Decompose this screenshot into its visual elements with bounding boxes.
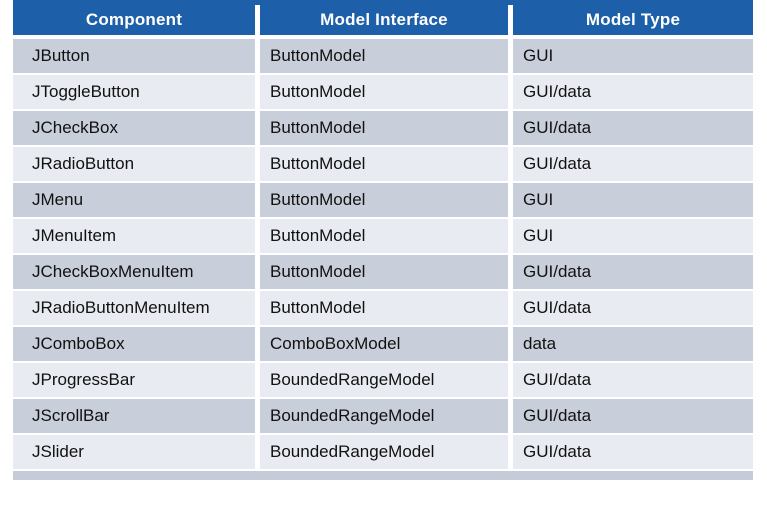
cell-model-interface: BoundedRangeModel: [260, 435, 508, 469]
table-row: JCheckBox ButtonModel GUI/data: [13, 111, 753, 145]
cell-model-type: GUI/data: [513, 111, 753, 145]
cell-component: JProgressBar: [13, 363, 255, 397]
cell-model-type: GUI: [513, 183, 753, 217]
cell-model-interface: ButtonModel: [260, 39, 508, 73]
cell-model-type: data: [513, 327, 753, 361]
cell-model-interface: ButtonModel: [260, 147, 508, 181]
cell-component: JCheckBoxMenuItem: [13, 255, 255, 289]
cell-model-interface: ButtonModel: [260, 255, 508, 289]
cell-component: JRadioButton: [13, 147, 255, 181]
cell-model-type: GUI/data: [513, 75, 753, 109]
cell-model-type: GUI/data: [513, 255, 753, 289]
table-header-row: Component Model Interface Model Type: [13, 5, 753, 35]
cell-component: JComboBox: [13, 327, 255, 361]
cell-model-type: GUI/data: [513, 399, 753, 433]
table-row: JButton ButtonModel GUI: [13, 39, 753, 73]
table-row: JRadioButton ButtonModel GUI/data: [13, 147, 753, 181]
table-row: JProgressBar BoundedRangeModel GUI/data: [13, 363, 753, 397]
cell-component: JToggleButton: [13, 75, 255, 109]
cell-component: JCheckBox: [13, 111, 255, 145]
cell-model-type: GUI: [513, 39, 753, 73]
column-header-component: Component: [13, 5, 255, 35]
table-row: JRadioButtonMenuItem ButtonModel GUI/dat…: [13, 291, 753, 325]
cell-model-interface: BoundedRangeModel: [260, 363, 508, 397]
cell-model-type: GUI/data: [513, 435, 753, 469]
swing-model-table: Component Model Interface Model Type JBu…: [13, 0, 753, 480]
column-header-model-type: Model Type: [513, 5, 753, 35]
table-row: JMenuItem ButtonModel GUI: [13, 219, 753, 253]
cell-model-interface: ButtonModel: [260, 111, 508, 145]
column-header-model-interface: Model Interface: [260, 5, 508, 35]
table-top-border: [13, 0, 753, 5]
table-row: JComboBox ComboBoxModel data: [13, 327, 753, 361]
cell-model-interface: ButtonModel: [260, 291, 508, 325]
table-body: JButton ButtonModel GUI JToggleButton Bu…: [13, 39, 753, 469]
cell-model-type: GUI/data: [513, 363, 753, 397]
cell-model-interface: ButtonModel: [260, 183, 508, 217]
table-row: JMenu ButtonModel GUI: [13, 183, 753, 217]
cell-component: JButton: [13, 39, 255, 73]
cell-model-type: GUI: [513, 219, 753, 253]
cell-model-interface: ComboBoxModel: [260, 327, 508, 361]
table-row: JSlider BoundedRangeModel GUI/data: [13, 435, 753, 469]
cell-model-type: GUI/data: [513, 291, 753, 325]
table-bottom-partial-row: [13, 471, 753, 480]
table-row: JToggleButton ButtonModel GUI/data: [13, 75, 753, 109]
cell-component: JSlider: [13, 435, 255, 469]
table-row: JCheckBoxMenuItem ButtonModel GUI/data: [13, 255, 753, 289]
cell-model-type: GUI/data: [513, 147, 753, 181]
cell-component: JScrollBar: [13, 399, 255, 433]
cell-component: JMenu: [13, 183, 255, 217]
cell-model-interface: ButtonModel: [260, 219, 508, 253]
cell-component: JMenuItem: [13, 219, 255, 253]
cell-model-interface: BoundedRangeModel: [260, 399, 508, 433]
cell-component: JRadioButtonMenuItem: [13, 291, 255, 325]
table-row: JScrollBar BoundedRangeModel GUI/data: [13, 399, 753, 433]
cell-model-interface: ButtonModel: [260, 75, 508, 109]
